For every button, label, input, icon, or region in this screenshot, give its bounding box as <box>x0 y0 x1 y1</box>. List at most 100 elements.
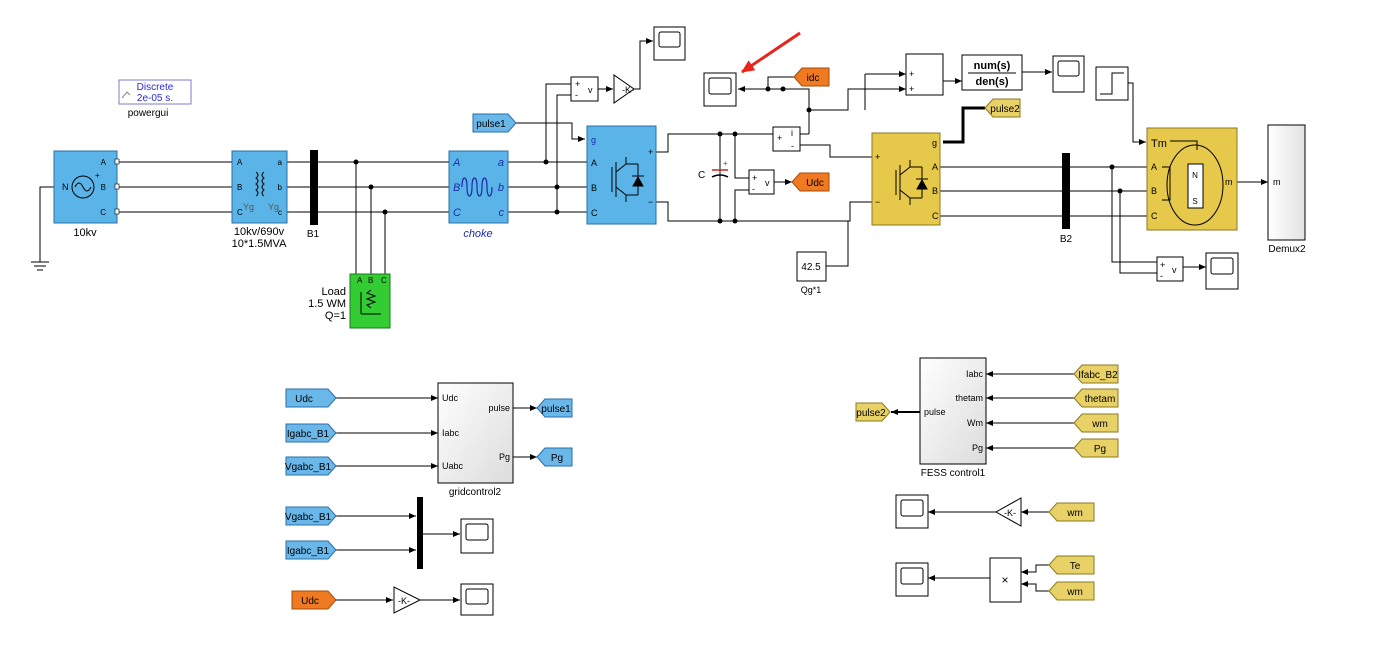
powergui-icon <box>121 91 131 99</box>
tag-igabc-1[interactable]: Igabc_B1 <box>285 423 337 443</box>
powergui-line1: Discrete <box>137 82 174 93</box>
svg-text:+: + <box>1160 260 1165 270</box>
load-port-b: B <box>368 276 373 285</box>
tag-pg-out[interactable]: Pg <box>536 447 573 467</box>
transformer-port-a: A <box>237 158 243 167</box>
fesscontrol-label: FESS control1 <box>921 468 986 479</box>
gain-block-bottom[interactable]: -K- <box>393 586 422 614</box>
scope-udc[interactable] <box>460 583 494 616</box>
tag-udc-bottom[interactable]: Udc <box>291 590 337 610</box>
bus-b1-label: B1 <box>307 229 320 240</box>
gain-block-top[interactable]: -K- <box>613 74 635 104</box>
machine-block[interactable]: Tm A B C m N S <box>1146 127 1238 231</box>
source-block[interactable]: N A B C + 10kv <box>53 150 120 239</box>
tag-thetam[interactable]: thetam <box>1073 388 1119 408</box>
powergui-block[interactable]: Discrete 2e-05 s. powergui <box>118 79 192 119</box>
grid-converter-g: g <box>591 135 596 145</box>
tag-pg-fess[interactable]: Pg <box>1073 438 1119 458</box>
load-block[interactable]: A B C Load 1.5 WM Q=1 <box>308 273 391 329</box>
tag-pulse1-out[interactable]: pulse1 <box>536 398 573 418</box>
gain-block-wm[interactable]: -K- <box>994 497 1022 527</box>
svg-text:+: + <box>723 159 728 168</box>
tag-pulse1[interactable]: pulse1 <box>472 113 517 133</box>
svg-text:+: + <box>575 79 580 89</box>
capacitor-label: C <box>698 170 705 181</box>
scope-mux[interactable] <box>460 518 494 554</box>
scope-idc[interactable] <box>703 72 737 107</box>
transformer-block[interactable]: A B C a b c Yg Yg 10kv/690v 10*1.5MVA <box>231 150 288 250</box>
fess-converter-block[interactable]: g + − A B C <box>871 132 941 226</box>
tag-vgabc-2[interactable]: Vgabc_B1 <box>285 506 337 526</box>
multiply-icon: × <box>1001 573 1008 587</box>
scope-top[interactable] <box>653 26 686 61</box>
svg-text:v: v <box>588 85 593 95</box>
load-port-c: C <box>381 276 387 285</box>
svg-text:42.5: 42.5 <box>801 262 821 273</box>
inductor-icon <box>461 177 493 197</box>
step-block[interactable] <box>1095 66 1129 101</box>
product-block[interactable]: × <box>989 557 1022 603</box>
svg-text:den(s): den(s) <box>976 76 1009 88</box>
source-label: 10kv <box>73 227 97 239</box>
demux-label: Demux2 <box>1268 244 1306 255</box>
svg-text:m: m <box>1273 177 1281 187</box>
constant-qg[interactable]: 42.5 Qg*1 <box>796 251 827 295</box>
scope-icon <box>465 523 489 541</box>
tag-vgabc-1[interactable]: Vgabc_B1 <box>285 456 337 476</box>
sum-block[interactable]: + + <box>905 53 944 96</box>
scope-icon <box>1210 257 1234 275</box>
bus-b1[interactable]: B1 <box>307 150 320 240</box>
transformer-port-c2: c <box>278 208 282 217</box>
scope-power[interactable] <box>895 562 929 597</box>
tag-wm-gain[interactable]: wm <box>1048 502 1095 522</box>
ac-source-icon <box>71 175 95 199</box>
tag-ifabc-b2[interactable]: Ifabc_B2 <box>1073 364 1119 384</box>
transfer-fcn[interactable]: num(s) den(s) <box>961 54 1023 91</box>
gridcontrol-subsystem[interactable]: Udc Iabc Uabc pulse Pg gridcontrol2 <box>437 382 514 498</box>
scope-wm[interactable] <box>895 494 929 529</box>
dc-ammeter[interactable]: + i - <box>772 126 801 152</box>
dc-voltmeter[interactable]: + - v <box>748 169 775 195</box>
igbt-icon <box>611 157 644 202</box>
tag-wm-fess[interactable]: wm <box>1073 413 1119 433</box>
grid-converter-port-c: C <box>591 208 598 218</box>
transformer-label-1: 10kv/690v <box>234 226 285 238</box>
constant-label: Qg*1 <box>801 285 822 295</box>
transformer-coil-icon <box>255 171 265 197</box>
svg-text:thetam: thetam <box>1085 394 1116 405</box>
svg-text:Tm: Tm <box>1151 138 1167 150</box>
tag-te[interactable]: Te <box>1048 555 1095 575</box>
bus-b2-label: B2 <box>1060 234 1073 245</box>
svg-text:Wm: Wm <box>967 418 983 428</box>
tag-wm-product[interactable]: wm <box>1048 581 1095 601</box>
bus-b2[interactable]: B2 <box>1060 153 1073 245</box>
demux-block[interactable]: m Demux2 <box>1267 124 1306 255</box>
tag-pulse2-top[interactable]: pulse2 <box>984 98 1021 118</box>
capacitor-block[interactable]: + C <box>698 134 729 221</box>
choke-label: choke <box>463 228 492 240</box>
fesscontrol-subsystem[interactable]: Iabc thetam Wm Pg pulse FESS control1 <box>919 357 987 479</box>
svg-text:-: - <box>791 141 794 151</box>
annotation-arrow <box>741 31 801 74</box>
svg-text:-: - <box>575 90 578 100</box>
choke-block[interactable]: A B C a b c choke <box>448 150 509 240</box>
grid-converter-block[interactable]: g A B C + − <box>586 125 657 225</box>
tag-udc-top[interactable]: Udc <box>791 172 830 192</box>
tag-idc[interactable]: idc <box>793 67 830 87</box>
junction-dots <box>353 86 1123 224</box>
svg-text:Iabc: Iabc <box>442 428 460 438</box>
svg-text:wm: wm <box>1066 587 1083 598</box>
svg-text:Igabc_B1: Igabc_B1 <box>287 546 330 557</box>
svg-text:Te: Te <box>1070 561 1081 572</box>
mux-bar[interactable] <box>417 497 423 569</box>
ac-voltmeter[interactable]: + - v <box>570 76 599 102</box>
choke-port-a: A <box>452 157 460 169</box>
b2-voltmeter[interactable]: + - v <box>1156 256 1184 282</box>
svg-text:+: + <box>777 133 782 143</box>
tag-igabc-2[interactable]: Igabc_B1 <box>285 540 337 560</box>
scope-tf[interactable] <box>1052 55 1085 93</box>
tag-pulse2-bottom[interactable]: pulse2 <box>855 402 891 422</box>
svg-text:m: m <box>1225 177 1233 187</box>
scope-b2[interactable] <box>1205 252 1239 290</box>
tag-udc-grid[interactable]: Udc <box>285 388 337 408</box>
